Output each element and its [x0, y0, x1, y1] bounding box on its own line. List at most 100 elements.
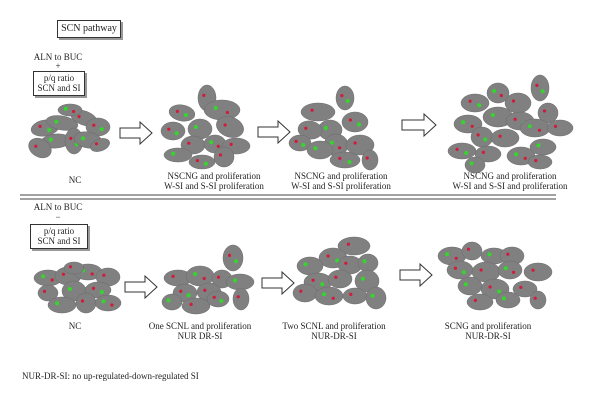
cell-ellipse	[306, 140, 334, 160]
bottom-stage-3-caption: Two SCNL and proliferation	[282, 321, 386, 331]
cell-ellipse	[519, 118, 551, 138]
red-dot	[294, 139, 298, 143]
red-dot	[304, 126, 308, 130]
red-dot	[531, 268, 535, 272]
red-dot	[346, 242, 350, 246]
red-dot	[227, 253, 232, 257]
red-dot	[236, 295, 240, 299]
bottom-stage-1-caption: NC	[68, 321, 82, 331]
red-dot	[534, 159, 538, 163]
red-dot	[519, 285, 523, 289]
green-dot	[483, 137, 488, 142]
top-ratio-line2: SCN and SI	[37, 83, 81, 93]
green-dot	[360, 276, 365, 281]
bottom-sign: −	[55, 212, 61, 222]
red-dot	[488, 285, 492, 289]
red-dot	[90, 272, 94, 276]
green-dot	[501, 296, 506, 301]
top-stage-1-caption: NC	[68, 175, 82, 185]
cell-ellipse	[181, 297, 211, 315]
cell-ellipse	[163, 147, 193, 163]
cell-ellipse	[296, 256, 324, 276]
cell-ellipse	[470, 126, 494, 148]
green-dot	[193, 125, 198, 129]
green-dot	[99, 127, 104, 132]
cell-ellipse	[28, 137, 52, 159]
red-dot	[61, 272, 66, 276]
right-arrow-icon	[257, 119, 291, 145]
green-dot	[47, 128, 52, 132]
red-dot	[511, 270, 516, 274]
bottom-ratio-box: p/q ratio SCN and SI	[30, 224, 88, 249]
green-dot	[461, 120, 466, 125]
bottom-stage-3-subcaption: NUR-DR-SI	[311, 331, 357, 341]
cell-ellipse	[447, 142, 477, 160]
cell-ellipse	[314, 286, 344, 306]
red-dot	[179, 289, 183, 293]
cell-ellipse	[523, 262, 553, 282]
red-dot	[513, 117, 517, 121]
cell-ellipse	[288, 134, 312, 152]
cell-ellipse	[292, 283, 318, 303]
cell-ellipse	[354, 269, 380, 293]
cell-ellipse	[464, 156, 486, 174]
red-dot	[542, 109, 547, 113]
green-dot	[233, 278, 238, 283]
top-stage-3-subcaption: W-SI and S-SI proliferation	[291, 181, 391, 191]
green-dot	[320, 282, 325, 287]
cell-ellipse	[161, 293, 183, 311]
red-dot	[229, 142, 233, 146]
cell-ellipse	[495, 291, 521, 309]
cell-ellipse	[90, 138, 110, 152]
green-dot	[322, 292, 327, 297]
cell-ellipse	[342, 287, 368, 305]
top-ratio-box: p/q ratio SCN and SI	[33, 71, 85, 96]
right-arrow-icon	[119, 120, 153, 146]
red-dot	[92, 123, 96, 127]
green-dot	[461, 270, 466, 275]
green-dot	[213, 106, 218, 110]
bottom-stage-4-caption: SCNG and proliferation	[444, 321, 532, 331]
cell-ellipse	[232, 287, 250, 311]
red-dot	[553, 124, 558, 128]
red-dot	[189, 302, 193, 306]
red-dot	[365, 156, 369, 160]
red-dot	[331, 296, 335, 300]
green-dot	[445, 252, 450, 257]
red-dot	[453, 266, 457, 270]
red-dot	[310, 108, 314, 112]
cell-ellipse	[63, 261, 85, 275]
green-dot	[469, 161, 474, 166]
red-dot	[334, 275, 338, 279]
cell-ellipse	[337, 236, 371, 256]
red-dot	[34, 144, 38, 148]
red-dot	[212, 295, 216, 299]
pathway-title: SCN pathway	[61, 23, 117, 34]
cell-ellipse	[512, 280, 538, 298]
cell-ellipse	[497, 260, 523, 280]
top-stage-2-caption: NSCNG and proliferation	[167, 171, 261, 181]
red-dot	[468, 99, 472, 103]
green-dot	[99, 290, 104, 294]
cell-ellipse	[225, 273, 255, 291]
red-dot	[344, 261, 348, 265]
cell-ellipse	[466, 293, 494, 311]
bottom-condition: ALN to BUC	[33, 202, 83, 212]
red-dot	[479, 268, 483, 272]
red-dot	[216, 144, 220, 148]
red-dot	[326, 254, 330, 258]
cell-ellipse	[461, 241, 483, 261]
cell-cluster	[28, 103, 111, 159]
green-dot	[63, 106, 68, 111]
red-dot	[175, 109, 179, 113]
red-dot	[218, 153, 223, 157]
right-arrow-icon	[401, 112, 437, 138]
red-dot	[72, 109, 76, 114]
red-dot	[171, 274, 175, 278]
cell-ellipse	[203, 99, 241, 121]
red-dot	[533, 296, 537, 300]
cell-ellipse	[160, 121, 186, 141]
cell-ellipse	[365, 286, 387, 310]
green-dot	[193, 272, 198, 276]
